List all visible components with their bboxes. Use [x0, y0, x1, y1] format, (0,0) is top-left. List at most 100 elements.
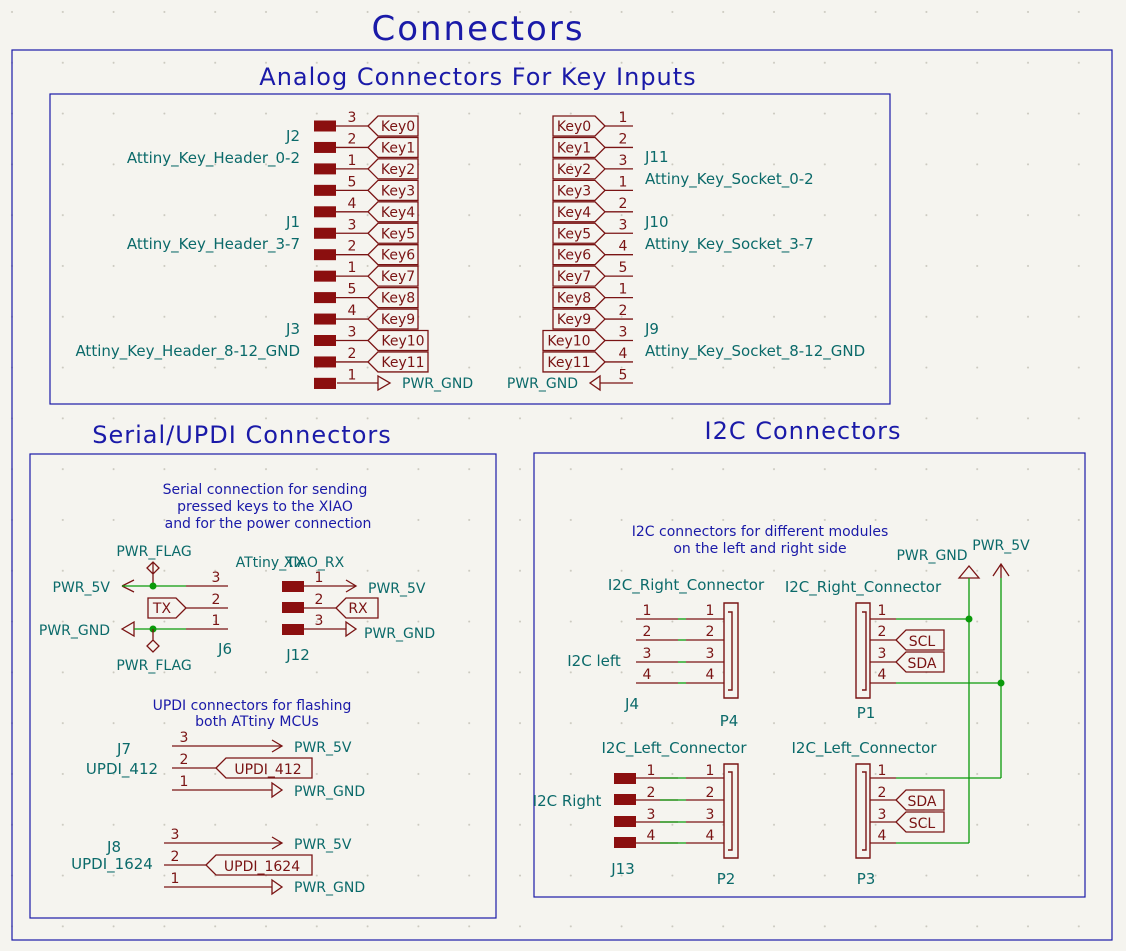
p3-pin3-num: 3: [878, 807, 887, 823]
j13-pad-3: [614, 816, 636, 827]
p2-pin4-num: 4: [706, 828, 715, 844]
note-serial-2: pressed keys to the XIAO: [177, 499, 353, 515]
section-title-serial: Serial/UPDI Connectors: [92, 421, 392, 449]
socket-key-label: Key10: [547, 334, 590, 350]
p4-pin2-num: 2: [706, 624, 715, 640]
note-serial-1: Serial connection for sending: [163, 482, 368, 498]
ref-P3: P3: [857, 870, 876, 888]
header-key-label-box: [367, 136, 419, 159]
j4-pin1-num: 1: [643, 603, 652, 619]
value-J10: Attiny_Key_Socket_3-7: [645, 235, 814, 254]
header-pin-number: 3: [348, 217, 357, 233]
socket-key-label-box: [542, 351, 606, 373]
p3-sda-label: SDA: [908, 794, 937, 810]
pwr-flag-top: PWR_FLAG: [116, 544, 191, 560]
j8-pin3-num: 3: [171, 827, 180, 843]
value-J2: Attiny_Key_Header_0-2: [127, 149, 300, 168]
header-pad: [314, 249, 336, 261]
p1-scl-box: [895, 629, 945, 651]
ref-J3: J3: [285, 320, 300, 338]
socket-pin-number: 1: [619, 282, 628, 298]
p1-pin3-num: 3: [878, 646, 887, 662]
updi1624-label-box: [205, 854, 313, 876]
j13-pin3-num: 3: [647, 807, 656, 823]
socket-key-label: Key8: [557, 291, 591, 307]
header-key-label-box: [367, 329, 429, 352]
p2-body: [723, 763, 739, 859]
header-pad: [314, 120, 336, 132]
socket-key-label-box: [552, 308, 606, 330]
p2-pin1-num: 1: [706, 763, 715, 779]
j6-pin1-num: 1: [212, 613, 221, 629]
p3-pin2-num: 2: [878, 785, 887, 801]
socket-pin-number: 2: [619, 131, 628, 147]
gnd-symbol-right: [588, 374, 633, 392]
header-key-label-box: [367, 286, 419, 309]
i2c-5v-label: PWR_5V: [972, 538, 1030, 554]
socket-pin-number: 3: [619, 325, 628, 341]
j13-pad-4: [614, 837, 636, 848]
value-J7: UPDI_412: [86, 760, 158, 779]
header-key-label-box: [367, 351, 429, 373]
header-pin-number: 4: [348, 196, 357, 212]
header-key-label: Key6: [381, 248, 415, 264]
tx-label-box: [147, 597, 187, 619]
rx-label: RX: [348, 601, 368, 617]
socket-key-label-box: [552, 136, 606, 159]
header-key-label: Key1: [381, 140, 415, 156]
j13-pin1-num: 1: [647, 763, 656, 779]
header-key-label: Key10: [381, 334, 424, 350]
j8-gnd-symbol: [271, 878, 284, 896]
p3-scl-box: [895, 811, 945, 833]
j12-gnd-label: PWR_GND: [364, 626, 435, 642]
header-pad: [314, 356, 336, 368]
serial-frame: [29, 453, 497, 919]
j12-pad-2: [282, 602, 304, 613]
pwr-flag-bottom-symbol: [146, 629, 160, 653]
j12-gnd-symbol: [345, 620, 358, 638]
section-title-i2c: I2C Connectors: [704, 417, 901, 445]
updi412-label: UPDI_412: [234, 762, 301, 778]
header-key-label-box: [367, 179, 419, 201]
i2c-frame: [533, 452, 1086, 898]
j7-5v-arrow: [271, 739, 284, 753]
note-updi-1: UPDI connectors for flashing: [153, 698, 352, 714]
header-pin-number: 2: [348, 131, 357, 147]
header-pin-number: 3: [348, 110, 357, 126]
socket-key-label-box: [552, 158, 606, 180]
i2c-5v-symbol: [992, 562, 1010, 578]
socket-key-label: Key7: [557, 269, 591, 285]
header-key-label-box: [367, 201, 419, 223]
socket-key-label: Key5: [557, 226, 591, 242]
i2c-gnd-label: PWR_GND: [896, 548, 967, 564]
header-key-label-box: [367, 265, 419, 287]
note-updi-2: both ATtiny MCUs: [195, 714, 319, 730]
p1-pin4-num: 4: [878, 667, 887, 683]
p2-pin2-num: 2: [706, 785, 715, 801]
p4-pin1-num: 1: [706, 603, 715, 619]
ref-J11: J11: [644, 148, 669, 166]
header-key-label-box: [367, 244, 419, 266]
socket-pin-number: 1: [619, 174, 628, 190]
j8-5v-label: PWR_5V: [294, 837, 352, 853]
socket-key-label: Key4: [557, 205, 591, 221]
header-pad: [314, 141, 336, 153]
p2-pin3-num: 3: [706, 807, 715, 823]
j6-5v-arrow: [121, 579, 135, 593]
header-pin-number: 2: [348, 346, 357, 362]
note-i2c-1: I2C connectors for different modules: [632, 524, 889, 540]
header-key-label-box: [367, 222, 419, 244]
socket-key-label: Key2: [557, 162, 591, 178]
j8-5v-arrow: [271, 836, 284, 850]
socket-key-label-box: [552, 265, 606, 287]
header-pad: [314, 163, 336, 175]
j4-pin4-num: 4: [643, 667, 652, 683]
value-J11: Attiny_Key_Socket_0-2: [645, 170, 814, 189]
pwr-flag-top-symbol: [146, 561, 160, 586]
header-key-label: Key8: [381, 291, 415, 307]
j7-pin1-num: 1: [180, 774, 189, 790]
j6-gnd-label: PWR_GND: [39, 623, 110, 639]
socket-key-label-box: [552, 115, 606, 137]
